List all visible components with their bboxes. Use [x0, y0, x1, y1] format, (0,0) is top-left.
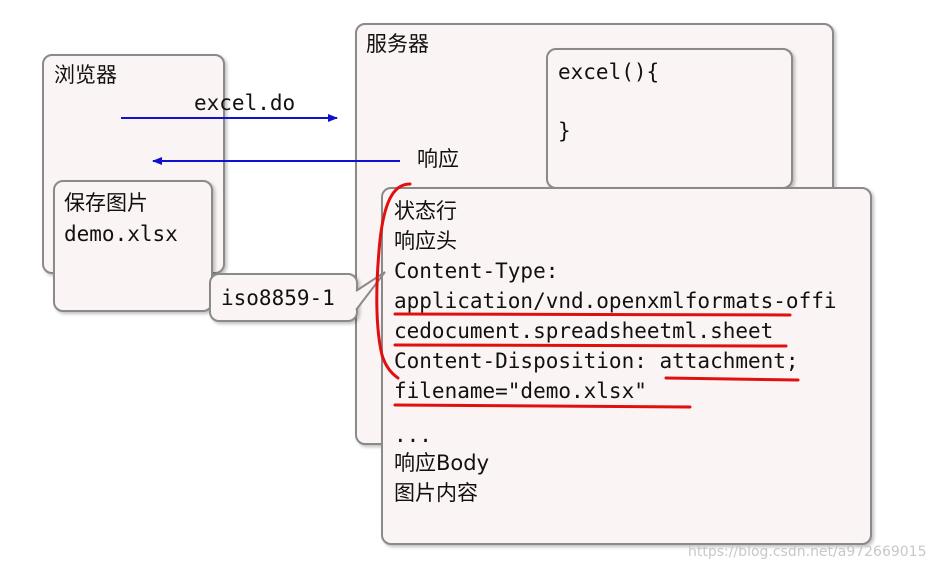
response-box: [381, 187, 872, 545]
save-box: [53, 180, 213, 312]
response-content-type: Content-Type:: [394, 259, 559, 283]
headers-bracket: [375, 182, 412, 380]
code-line-2: }: [558, 119, 571, 143]
code-box: [546, 48, 793, 189]
response-arrow-label: 响应: [417, 147, 459, 171]
underline-attachment: [664, 376, 800, 382]
encoding-label: iso8859-1: [221, 286, 335, 310]
save-line-1: 保存图片: [64, 191, 148, 215]
encoding-callout: [209, 273, 358, 322]
response-ellipsis: ...: [394, 423, 432, 447]
response-status-line: 状态行: [394, 199, 457, 223]
browser-title: 浏览器: [54, 63, 117, 87]
underline-mime-1: [393, 312, 792, 317]
underline-mime-2: [393, 343, 788, 348]
response-headers-label: 响应头: [394, 229, 457, 253]
response-content-disposition: Content-Disposition: attachment;: [394, 349, 799, 373]
server-title: 服务器: [366, 32, 429, 56]
callout-pointer: [355, 271, 386, 311]
response-filename: filename="demo.xlsx": [394, 379, 647, 403]
response-content-type-value-1: application/vnd.openxmlformats-offi: [394, 289, 837, 313]
response-content-type-value-2: cedocument.spreadsheetml.sheet: [394, 319, 774, 343]
save-line-2: demo.xlsx: [64, 222, 178, 246]
code-line-1: excel(){: [558, 60, 660, 84]
request-arrow-label: excel.do: [194, 91, 296, 115]
response-body-content: 图片内容: [394, 481, 478, 505]
response-body-label: 响应Body: [394, 451, 490, 475]
underline-filename: [393, 403, 692, 409]
watermark: https://blog.csdn.net/a972669015: [688, 544, 927, 560]
